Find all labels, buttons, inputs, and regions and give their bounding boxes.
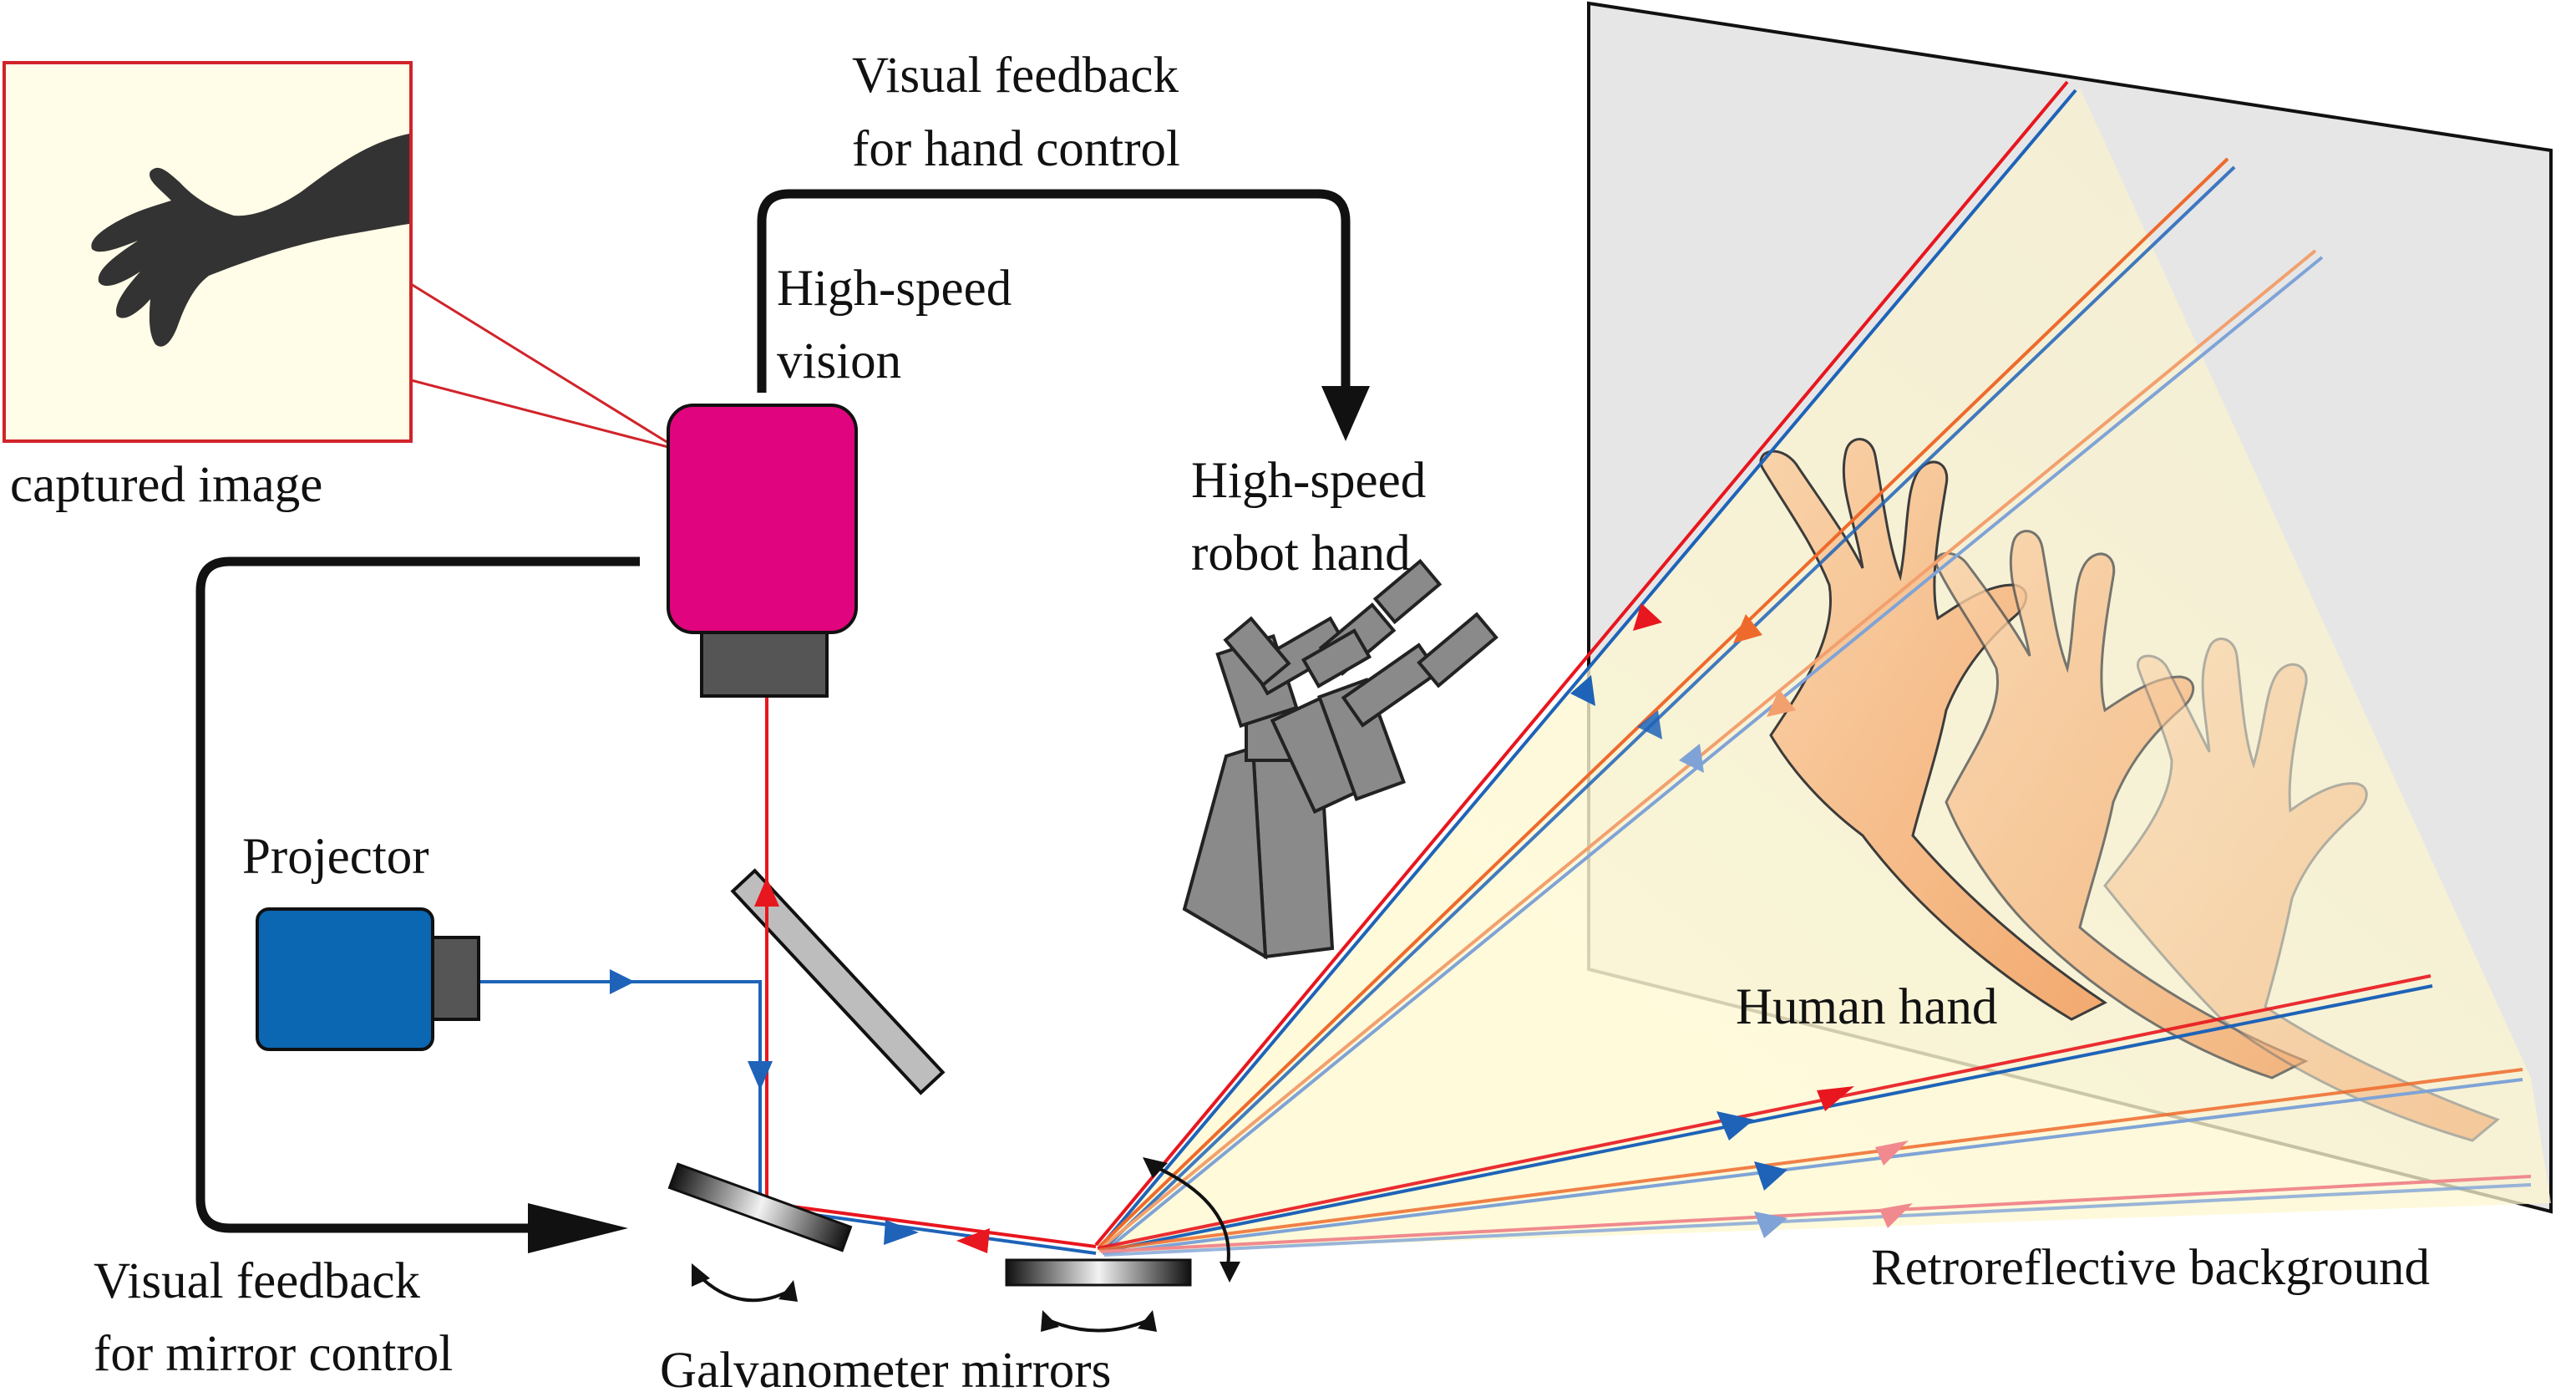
ray-arrowheads xyxy=(610,603,1913,1253)
mirror-control-arrowhead xyxy=(528,1203,628,1253)
label-visual-feedback-mirror-line1: Visual feedback xyxy=(94,1253,420,1309)
human-hand-3 xyxy=(2103,638,2500,1142)
projector-body xyxy=(256,907,434,1051)
beam-splitter xyxy=(730,868,946,1095)
galvanometer-mirror-1 xyxy=(667,1162,853,1252)
label-human-hand: Human hand xyxy=(1736,979,1997,1035)
galvanometer-mirror-2 xyxy=(1005,1258,1192,1287)
robot-hand xyxy=(1182,558,1498,960)
arm-silhouette xyxy=(91,134,410,347)
label-high-speed-robot-hand-line2: robot hand xyxy=(1191,526,1411,582)
label-high-speed-robot-hand-line1: High-speed xyxy=(1191,453,1426,509)
projector-lens xyxy=(428,936,480,1021)
hand-control-feedback-arrow xyxy=(757,189,1351,393)
label-visual-feedback-hand-line1: Visual feedback xyxy=(852,48,1179,104)
callout-line-bottom xyxy=(410,378,669,449)
mirror-1-rotation-arrow xyxy=(696,1273,790,1303)
outgoing-rays xyxy=(1094,80,2532,1257)
camera-lens xyxy=(700,629,829,698)
label-visual-feedback-mirror-line2: for mirror control xyxy=(94,1326,453,1382)
label-high-speed-vision-line2: vision xyxy=(777,333,901,389)
mirror-2-rotation-arrow xyxy=(1047,1318,1149,1333)
label-galvanometer-mirrors: Galvanometer mirrors xyxy=(660,1343,1111,1393)
label-captured-image: captured image xyxy=(10,457,322,513)
mirror-control-feedback-arrow xyxy=(195,556,640,1233)
label-high-speed-vision-line1: High-speed xyxy=(777,261,1012,317)
hand-control-arrowhead xyxy=(1321,386,1370,441)
label-visual-feedback-hand-line2: for hand control xyxy=(852,121,1180,177)
label-projector: Projector xyxy=(242,829,429,885)
callout-line-top xyxy=(410,282,669,444)
camera-body xyxy=(667,404,858,634)
label-retroreflective-background: Retroreflective background xyxy=(1871,1240,2430,1296)
human-hand-1 xyxy=(1759,438,2107,1021)
sweep-arrow xyxy=(1152,1164,1230,1267)
